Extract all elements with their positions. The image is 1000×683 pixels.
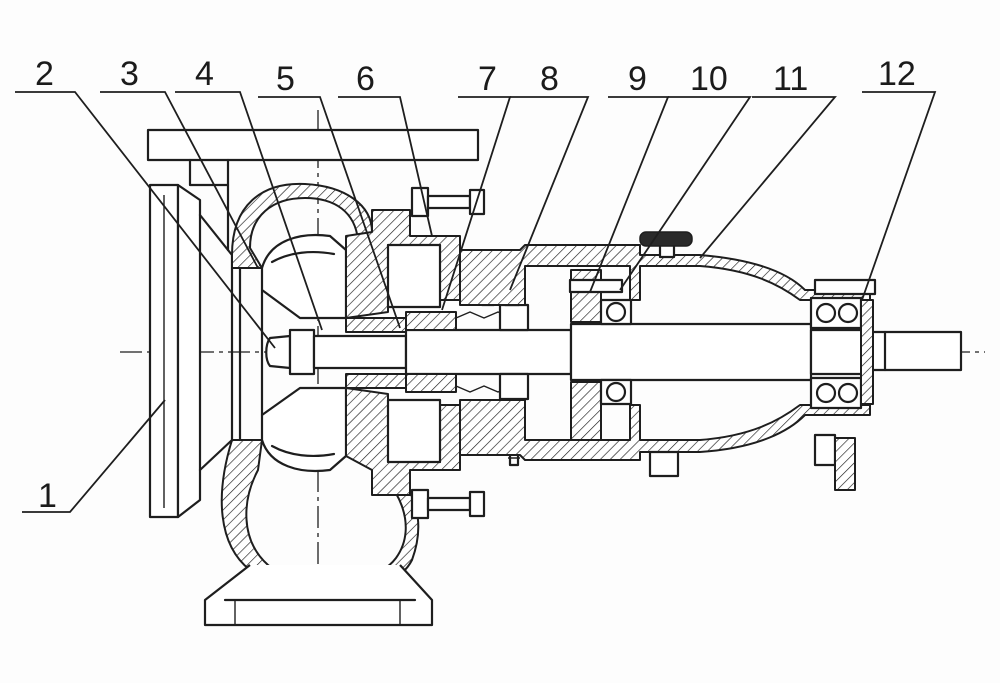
impeller — [238, 234, 348, 473]
callout-labels: 1 2 3 4 5 6 7 8 9 10 11 12 — [35, 55, 916, 515]
callout-8: 8 — [540, 60, 559, 98]
volute-casing — [203, 182, 434, 627]
callout-7: 7 — [478, 60, 497, 98]
callout-2: 2 — [35, 55, 54, 93]
bearing-bracket — [459, 231, 871, 478]
callout-4: 4 — [195, 55, 214, 93]
callout-10: 10 — [690, 60, 728, 98]
callout-3: 3 — [120, 55, 139, 93]
callout-12: 12 — [878, 55, 916, 93]
casing-cover — [345, 209, 461, 496]
impeller-nut — [265, 328, 316, 376]
callout-leaders — [15, 91, 937, 513]
rear-bearings — [809, 278, 877, 491]
callout-11: 11 — [773, 60, 808, 98]
callout-9: 9 — [628, 60, 647, 98]
callout-6: 6 — [356, 60, 375, 98]
callout-5: 5 — [276, 60, 295, 98]
callout-1: 1 — [38, 477, 57, 515]
suction-flange — [148, 183, 234, 519]
front-bearing — [568, 269, 633, 441]
casing-bolts — [410, 186, 486, 520]
discharge-flange — [146, 128, 480, 252]
